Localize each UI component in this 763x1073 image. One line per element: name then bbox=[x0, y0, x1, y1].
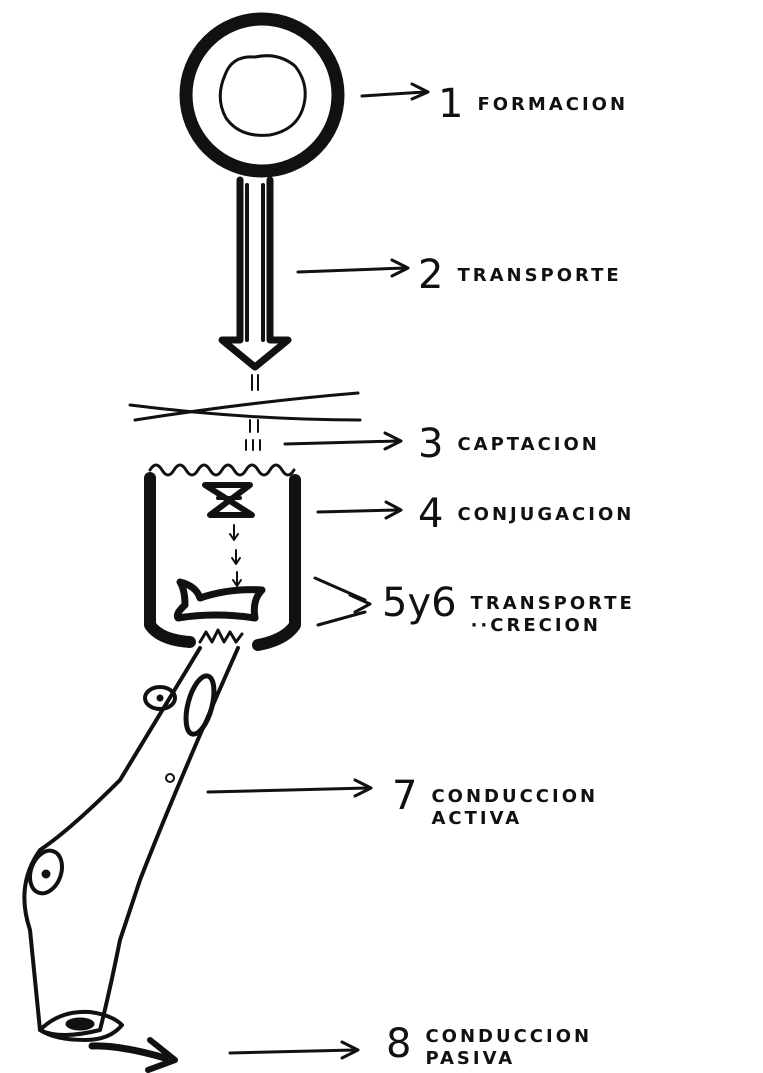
step-label: CONDUCCION ACTIVA bbox=[431, 776, 598, 830]
outflow-arrow-icon bbox=[92, 1040, 175, 1070]
step-7-conduccion-activa: 7 CONDUCCION ACTIVA bbox=[392, 776, 598, 830]
step-label-line2: ACTIVA bbox=[431, 808, 598, 830]
step-number: 2 bbox=[418, 255, 443, 295]
vesicle-shape bbox=[177, 582, 262, 618]
arrow-to-formacion bbox=[362, 84, 428, 99]
step-label: FORMACION bbox=[477, 84, 628, 116]
step-label: CONDUCCION PASIVA bbox=[425, 1024, 592, 1070]
step-number: 3 bbox=[418, 424, 443, 464]
dotted-arrows bbox=[230, 525, 241, 586]
step-label: TRANSPORTE bbox=[457, 255, 621, 287]
arrow-to-conduccion-pasiva bbox=[230, 1042, 358, 1058]
step-number: 1 bbox=[438, 84, 463, 124]
step-2-transporte: 2 TRANSPORTE bbox=[418, 255, 622, 295]
arrow-to-conjugacion bbox=[318, 502, 401, 518]
step-5-6-transporte-secrecion: 5y6 TRANSPORTE ··CRECION bbox=[382, 583, 635, 637]
bile-ductule bbox=[24, 648, 238, 1040]
step-number: 8 bbox=[386, 1024, 411, 1064]
conjugation-molecule-icon bbox=[205, 485, 252, 515]
step-number: 7 bbox=[392, 776, 417, 816]
hollow-down-arrow-icon bbox=[222, 180, 288, 367]
step-number: 4 bbox=[418, 494, 443, 534]
step-1-formacion: 1 FORMACION bbox=[438, 84, 628, 124]
step-label-line1: CONDUCCION bbox=[431, 786, 598, 808]
arrow-to-captacion bbox=[285, 433, 401, 449]
membrane-lines bbox=[130, 393, 360, 420]
step-number: 5y6 bbox=[382, 583, 457, 623]
arrow-to-conduccion-activa bbox=[208, 780, 371, 796]
step-label: TRANSPORTE ··CRECION bbox=[471, 583, 635, 637]
step-label-line1: TRANSPORTE bbox=[471, 593, 635, 615]
step-label-line1: CONDUCCION bbox=[425, 1026, 592, 1048]
step-label-line2: ··CRECION bbox=[471, 615, 635, 637]
cell-ring-icon bbox=[186, 19, 338, 171]
arrows-to-secrecion bbox=[315, 578, 370, 625]
step-label: CAPTACION bbox=[457, 424, 599, 456]
step-3-captacion: 3 CAPTACION bbox=[418, 424, 600, 464]
step-4-conjugacion: 4 CONJUGACION bbox=[418, 494, 634, 534]
ductal-cell-icon bbox=[24, 673, 219, 1030]
step-label: CONJUGACION bbox=[457, 494, 634, 526]
microvilli-wave bbox=[150, 465, 294, 475]
arrow-to-transporte bbox=[298, 260, 408, 276]
flow-marks bbox=[246, 375, 260, 450]
step-label-line2: PASIVA bbox=[425, 1048, 592, 1070]
step-8-conduccion-pasiva: 8 CONDUCCION PASIVA bbox=[386, 1024, 592, 1070]
canaliculus-jagged bbox=[200, 630, 242, 642]
